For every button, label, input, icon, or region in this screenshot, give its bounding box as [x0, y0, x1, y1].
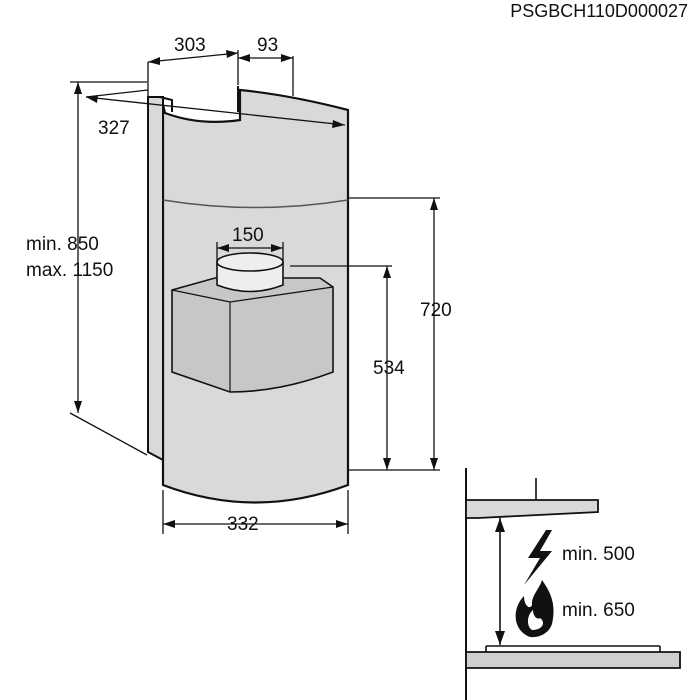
arrowheads — [74, 50, 438, 528]
clearance-detail: min. 500 min. 650 — [465, 468, 681, 700]
hood-silhouette — [465, 499, 599, 519]
dimension-lines — [69, 50, 440, 534]
dim-outlet-height: 534 — [373, 358, 405, 379]
clearance-electric: min. 500 — [562, 544, 635, 565]
clearance-gas: min. 650 — [562, 600, 635, 621]
flame-icon — [515, 580, 554, 638]
lightning-bolt-icon — [524, 530, 552, 585]
dim-diagonal-width: 327 — [98, 118, 130, 139]
dim-top-depth: 303 — [174, 35, 206, 56]
dim-height-min: min. 850 — [26, 234, 99, 255]
wall-bracket — [147, 96, 164, 462]
dim-top-offset: 93 — [257, 35, 278, 56]
motor-box — [171, 277, 334, 393]
dim-chimney-height: 720 — [420, 300, 452, 321]
dim-duct-diameter: 150 — [232, 225, 264, 246]
cover-joint-line — [162, 199, 349, 209]
dim-base-width: 332 — [227, 514, 259, 535]
hob-surface — [465, 651, 681, 669]
hood-body — [147, 86, 350, 504]
drawing-code: PSGBCH110D000027 — [510, 1, 688, 21]
duct-collar — [216, 252, 284, 293]
dim-height-max: max. 1150 — [26, 260, 113, 281]
